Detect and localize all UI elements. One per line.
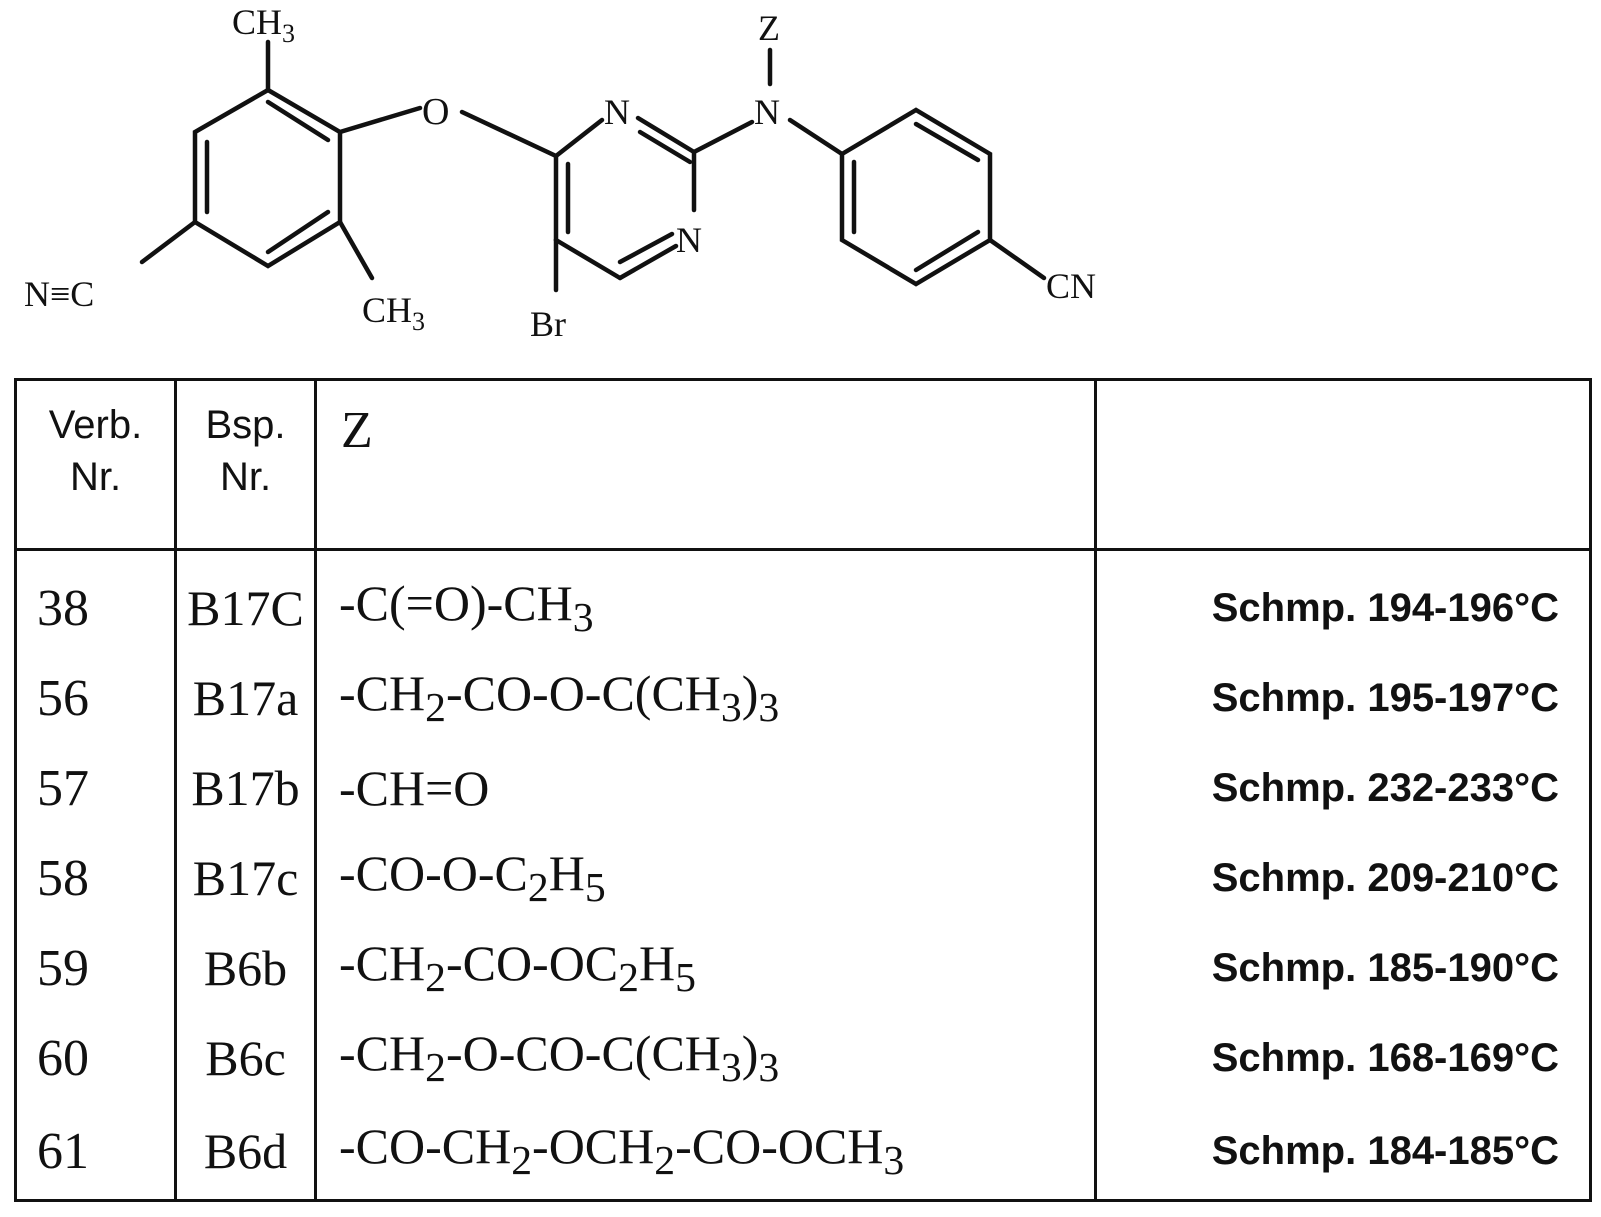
bromo-label: Br [530,304,566,344]
cell-melting-point: Schmp. 194-196°C [1096,550,1591,654]
bond-aryl-oxygen [340,108,420,132]
ch3-top-label: CH3 [232,2,295,48]
cell-bsp-nr: B6b [176,923,316,1013]
chemical-structure: CH3 CH3 O N≡C N N N Z Br CN [0,0,1601,370]
oxygen-label: O [422,91,449,133]
cell-verb-nr: 56 [16,653,176,743]
pyrimidine-ring [556,118,694,278]
table-row: 38B17C-C(=O)-CH3Schmp. 194-196°C [16,550,1591,654]
header-bsp-line2: Nr. [177,451,314,503]
cell-verb-nr: 57 [16,743,176,833]
compound-table: Verb. Nr. Bsp. Nr. Z 38B17C-C(=O)-CH3Sch… [14,378,1592,1202]
table-header-row: Verb. Nr. Bsp. Nr. Z [16,380,1591,550]
cell-z: -CH2-O-CO-C(CH3)3 [316,1013,1096,1103]
table-row: 57B17b-CH=OSchmp. 232-233°C [16,743,1591,833]
header-bsp-nr: Bsp. Nr. [176,380,316,550]
bond-nitrile-right [990,240,1044,278]
table-body: 38B17C-C(=O)-CH3Schmp. 194-196°C56B17a-C… [16,550,1591,1201]
cell-z: -CO-CH2-OCH2-CO-OCH3 [316,1103,1096,1201]
bond-nitrile-left [142,222,195,262]
cell-verb-nr: 59 [16,923,176,1013]
cell-melting-point: Schmp. 184-185°C [1096,1103,1591,1201]
header-verb-line1: Verb. [17,399,174,451]
header-verb-line2: Nr. [17,451,174,503]
header-z: Z [316,380,1096,550]
cell-melting-point: Schmp. 185-190°C [1096,923,1591,1013]
table-row: 59B6b-CH2-CO-OC2H5Schmp. 185-190°C [16,923,1591,1013]
table-row: 56B17a-CH2-CO-O-C(CH3)3Schmp. 195-197°C [16,653,1591,743]
header-verb-nr: Verb. Nr. [16,380,176,550]
header-bsp-line1: Bsp. [177,399,314,451]
cell-bsp-nr: B17b [176,743,316,833]
cell-verb-nr: 58 [16,833,176,923]
nitrile-left-label: N≡C [24,274,94,314]
cell-z: -CH=O [316,743,1096,833]
cell-z: -C(=O)-CH3 [316,550,1096,654]
bond-pyrimidine-amine [694,122,752,152]
cell-melting-point: Schmp. 195-197°C [1096,653,1591,743]
cell-bsp-nr: B17a [176,653,316,743]
cell-verb-nr: 60 [16,1013,176,1103]
cell-bsp-nr: B17C [176,550,316,654]
cell-verb-nr: 61 [16,1103,176,1201]
pyrimidine-n-bottom-label: N [676,220,702,260]
table-row: 61B6d-CO-CH2-OCH2-CO-OCH3Schmp. 184-185°… [16,1103,1591,1201]
cell-z: -CH2-CO-O-C(CH3)3 [316,653,1096,743]
pyrimidine-n-top-label: N [604,92,630,132]
cell-z: -CO-O-C2H5 [316,833,1096,923]
cell-z: -CH2-CO-OC2H5 [316,923,1096,1013]
table-row: 58B17c-CO-O-C2H5Schmp. 209-210°C [16,833,1591,923]
left-benzene-ring [195,90,340,266]
header-extra [1096,380,1591,550]
cell-melting-point: Schmp. 232-233°C [1096,743,1591,833]
right-benzene-ring [842,110,990,284]
cell-bsp-nr: B6c [176,1013,316,1103]
bond-amine-phenyl [790,120,842,154]
table-row: 60B6c-CH2-O-CO-C(CH3)3Schmp. 168-169°C [16,1013,1591,1103]
bond-oxygen-pyrimidine [462,112,556,156]
cell-bsp-nr: B17c [176,833,316,923]
z-label: Z [758,8,780,48]
cell-bsp-nr: B6d [176,1103,316,1201]
cell-melting-point: Schmp. 209-210°C [1096,833,1591,923]
bond-ch3-bottom [340,222,372,278]
ch3-bottom-label: CH3 [362,290,425,336]
amine-n-label: N [754,92,780,132]
nitrile-right-label: CN [1046,266,1096,306]
cell-melting-point: Schmp. 168-169°C [1096,1013,1591,1103]
cell-verb-nr: 38 [16,550,176,654]
